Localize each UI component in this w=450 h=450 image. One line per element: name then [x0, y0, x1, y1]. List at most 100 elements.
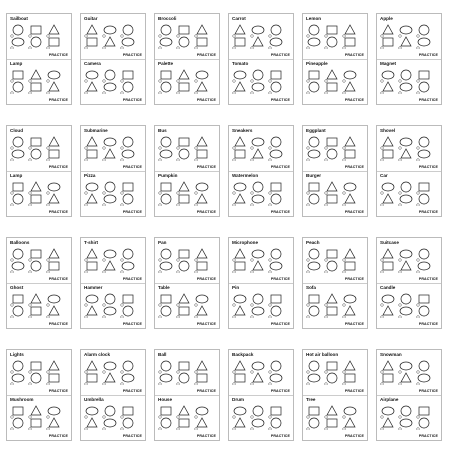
- practice-label: PRACTICE: [418, 277, 438, 281]
- step-number-marker: [102, 46, 106, 49]
- step-number-marker: [232, 370, 236, 374]
- step-sketch: [158, 24, 172, 38]
- step-number-marker: [232, 203, 236, 206]
- drawing-title: Cloud: [10, 128, 24, 133]
- step-sketch: [10, 193, 24, 206]
- practice-label: PRACTICE: [270, 322, 290, 326]
- step-sketch: [176, 372, 190, 385]
- step-drawings: [158, 181, 209, 206]
- step-number-marker: [232, 158, 236, 161]
- drawing-title: Bus: [158, 128, 167, 133]
- step-drawings: [380, 24, 431, 49]
- step-sketch: [84, 193, 98, 206]
- step-sketch: [194, 37, 208, 49]
- step-number-marker: [46, 270, 50, 273]
- step-sketch: [28, 36, 42, 49]
- step-number-marker: [324, 146, 328, 150]
- practice-label: PRACTICE: [270, 53, 290, 57]
- step-sketch: [342, 373, 356, 385]
- practice-label: PRACTICE: [418, 389, 438, 393]
- step-sketch: [84, 417, 98, 430]
- step-sketch: [268, 294, 282, 307]
- step-number-marker: [250, 427, 254, 430]
- step-number-marker: [176, 34, 180, 38]
- drawing-title: Burger: [306, 173, 322, 178]
- practice-label: PRACTICE: [270, 210, 290, 214]
- step-sketch: [28, 137, 42, 150]
- step-sketch: [194, 360, 208, 374]
- step-sketch: [10, 149, 25, 161]
- step-sketch: [84, 37, 98, 49]
- step-drawings: [232, 405, 282, 430]
- step-number-marker: [102, 191, 106, 195]
- step-number-marker: [120, 158, 124, 161]
- step-number-marker: [46, 146, 50, 150]
- step-number-marker: [342, 34, 346, 38]
- step-number-marker: [176, 382, 180, 385]
- practice-label: PRACTICE: [196, 389, 216, 393]
- step-number-marker: [398, 34, 402, 38]
- step-sketch: [102, 361, 117, 374]
- step-sketch: [84, 406, 99, 419]
- step-drawings: [10, 293, 61, 318]
- step-sketch: [380, 37, 394, 49]
- step-sketch: [28, 25, 42, 38]
- practice-label: PRACTICE: [196, 53, 216, 57]
- step-number-marker: [342, 270, 346, 273]
- step-number-marker: [232, 427, 236, 430]
- step-sketch: [250, 405, 264, 419]
- step-number-marker: [10, 146, 14, 150]
- step-number-marker: [158, 79, 162, 83]
- step-sketch: [102, 148, 116, 161]
- practice-label: PRACTICE: [344, 277, 364, 281]
- step-sketch: [102, 260, 116, 273]
- step-sketch: [232, 37, 246, 49]
- step-sketch: [28, 418, 42, 430]
- step-number-marker: [268, 146, 272, 150]
- step-number-marker: [306, 427, 310, 430]
- step-number-marker: [102, 270, 106, 273]
- step-number-marker: [176, 315, 180, 318]
- drawing-title: Hammer: [84, 285, 103, 290]
- step-number-marker: [46, 427, 50, 430]
- step-sketch: [194, 24, 208, 38]
- step-sketch: [398, 418, 413, 430]
- step-number-marker: [194, 370, 198, 374]
- step-sketch: [46, 406, 61, 419]
- step-sketch: [250, 249, 265, 262]
- step-number-marker: [176, 415, 180, 419]
- step-sketch: [306, 81, 320, 94]
- step-number-marker: [10, 191, 14, 195]
- step-number-marker: [84, 382, 88, 385]
- practice-label: PRACTICE: [48, 389, 68, 393]
- step-sketch: [306, 373, 321, 385]
- step-sketch: [416, 248, 430, 262]
- step-sketch: [46, 70, 61, 83]
- step-sketch: [416, 193, 430, 206]
- step-number-marker: [416, 315, 420, 318]
- step-number-marker: [120, 34, 124, 38]
- step-number-marker: [176, 191, 180, 195]
- step-sketch: [268, 37, 283, 49]
- practice-label: PRACTICE: [196, 434, 216, 438]
- step-sketch: [268, 248, 282, 262]
- step-number-marker: [324, 46, 328, 49]
- drawing-title: Sneakers: [232, 128, 253, 133]
- step-sketch: [10, 24, 24, 38]
- step-sketch: [158, 373, 173, 385]
- step-number-marker: [342, 46, 346, 49]
- step-number-marker: [324, 158, 328, 161]
- step-sketch: [10, 373, 25, 385]
- step-number-marker: [102, 315, 106, 318]
- step-sketch: [120, 294, 134, 307]
- step-number-marker: [194, 427, 198, 430]
- step-number-marker: [120, 370, 124, 374]
